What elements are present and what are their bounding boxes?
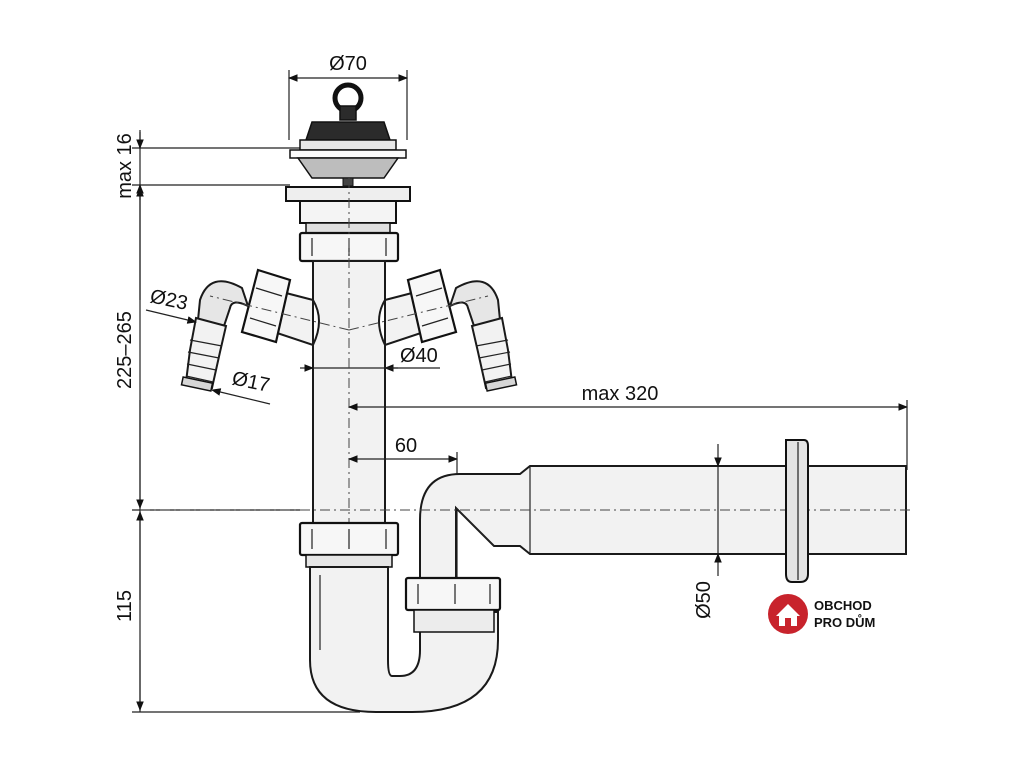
right-hose-branch xyxy=(384,268,518,392)
label-pipe-diameter: Ø40 xyxy=(400,345,438,367)
drain-plug xyxy=(289,82,407,187)
left-branch-axis xyxy=(209,295,350,331)
logo-line2: PRO DŮM xyxy=(814,614,875,630)
label-max-height: max 16 xyxy=(114,133,136,199)
label-offset: 60 xyxy=(395,435,417,457)
right-branch-axis xyxy=(348,295,489,331)
drain-flange xyxy=(285,186,411,234)
outlet-pipe xyxy=(419,465,907,581)
label-drain-diameter: Ø70 xyxy=(329,53,367,75)
label-hose-outer: Ø23 xyxy=(148,285,190,314)
logo-line1: OBCHOD xyxy=(814,598,872,613)
dim-outlet-diameter: Ø50 xyxy=(693,444,722,619)
dim-max-length: max 320 xyxy=(348,383,908,470)
label-outlet-diameter: Ø50 xyxy=(693,581,715,619)
dim-drain-diameter: Ø70 xyxy=(288,53,408,140)
left-hose-branch xyxy=(180,268,314,392)
label-max-length: max 320 xyxy=(582,383,659,405)
dim-pipe-diameter: Ø40 xyxy=(300,345,440,372)
lower-left-nut xyxy=(298,521,400,568)
dim-left-stack: max 16 225–265 115 xyxy=(114,130,360,713)
brand-logo: OBCHOD PRO DŮM xyxy=(768,594,875,634)
label-trap-height: 225–265 xyxy=(114,311,136,389)
lower-right-nut xyxy=(404,576,502,633)
trap-bowl xyxy=(309,566,499,713)
label-hose-inner: Ø17 xyxy=(230,367,272,396)
wall-rosette xyxy=(785,439,809,583)
label-bottom-height: 115 xyxy=(114,590,136,622)
